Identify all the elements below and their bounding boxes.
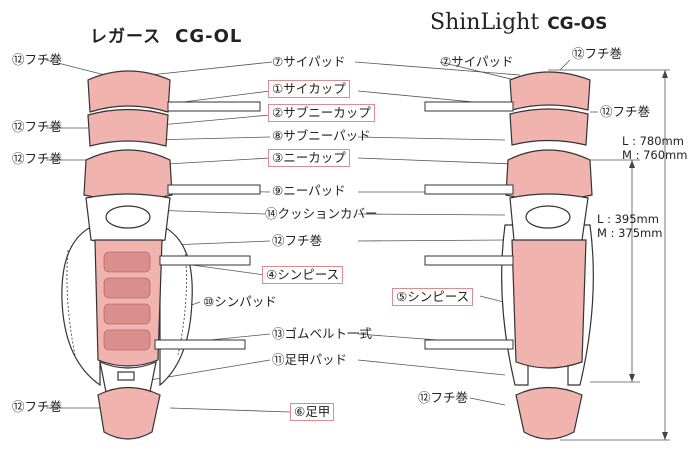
label-thigh-cup: ①サイカップ	[268, 80, 350, 98]
label-shin-piece-left: ④シンピース	[262, 266, 344, 284]
label-knee-cup: ③ニーカップ	[268, 149, 350, 167]
label-instep: ⑥足甲	[290, 403, 335, 421]
label-sub-knee-pad: ⑧サブニーパッド	[272, 128, 371, 143]
left-shin-wing-inner	[159, 224, 193, 387]
left-straps	[154, 101, 261, 350]
label-instep-pad: ⑪足甲パッド	[272, 352, 348, 367]
right-thigh-cup	[509, 71, 591, 111]
label-fuchimaki-3: ⑫フチ巻	[12, 151, 63, 166]
right-brand: ShinLight	[430, 10, 540, 35]
label-fuchimaki-right-3: ⑫フチ巻	[418, 390, 469, 405]
label-fuchimaki-right-1: ⑫フチ巻	[572, 46, 623, 61]
label-fuchimaki-right-2: ⑫フチ巻	[600, 104, 651, 119]
right-guard	[501, 71, 594, 440]
label-sub-knee-cup: ②サブニーカップ	[268, 104, 375, 122]
left-title: レガース CG-OL	[90, 22, 242, 47]
label-shin-piece-right: ⑤シンピース	[392, 288, 474, 306]
right-sub-knee-cup	[509, 108, 589, 146]
label-shin-pad: ⑩シンパッド	[203, 294, 277, 309]
right-instep	[515, 386, 583, 440]
left-shin-wing-outer	[61, 224, 101, 387]
label-fuchimaki-1: ⑫フチ巻	[12, 52, 63, 67]
label-thigh-pad-right: ⑦サイパッド	[440, 54, 514, 69]
left-thigh-cup	[87, 70, 171, 113]
left-model: CG-OL	[175, 26, 243, 47]
dimension-arrows	[629, 70, 668, 440]
left-guard	[61, 70, 193, 440]
label-fuchimaki-2: ⑫フチ巻	[12, 119, 63, 134]
dim-shin-l: L : 395mm	[597, 212, 659, 226]
right-straps	[424, 101, 514, 350]
label-thigh-pad-left: ⑦サイパッド	[272, 54, 346, 69]
right-knee-cup	[505, 149, 593, 201]
right-model: CG-OS	[547, 14, 608, 34]
left-product-name: レガース	[90, 27, 162, 47]
dim-total-m: M : 760mm	[622, 148, 688, 162]
right-title: ShinLight CG-OS	[430, 10, 607, 35]
label-fuchimaki-center: ⑫フチ巻	[272, 233, 323, 248]
dim-shin-m: M : 375mm	[597, 226, 663, 240]
label-cushion-cover: ⑭クッションカバー	[265, 206, 378, 221]
dim-total-l: L : 780mm	[622, 134, 684, 148]
label-knee-pad: ⑨ニーパッド	[272, 183, 346, 198]
left-instep	[97, 386, 161, 440]
right-shin-piece	[511, 239, 587, 369]
label-rubber-belt: ⑬ゴムベルト一式	[272, 326, 373, 341]
label-fuchimaki-4: ⑫フチ巻	[12, 399, 63, 414]
left-knee-cup	[83, 149, 173, 201]
left-sub-knee-cup	[87, 108, 169, 147]
